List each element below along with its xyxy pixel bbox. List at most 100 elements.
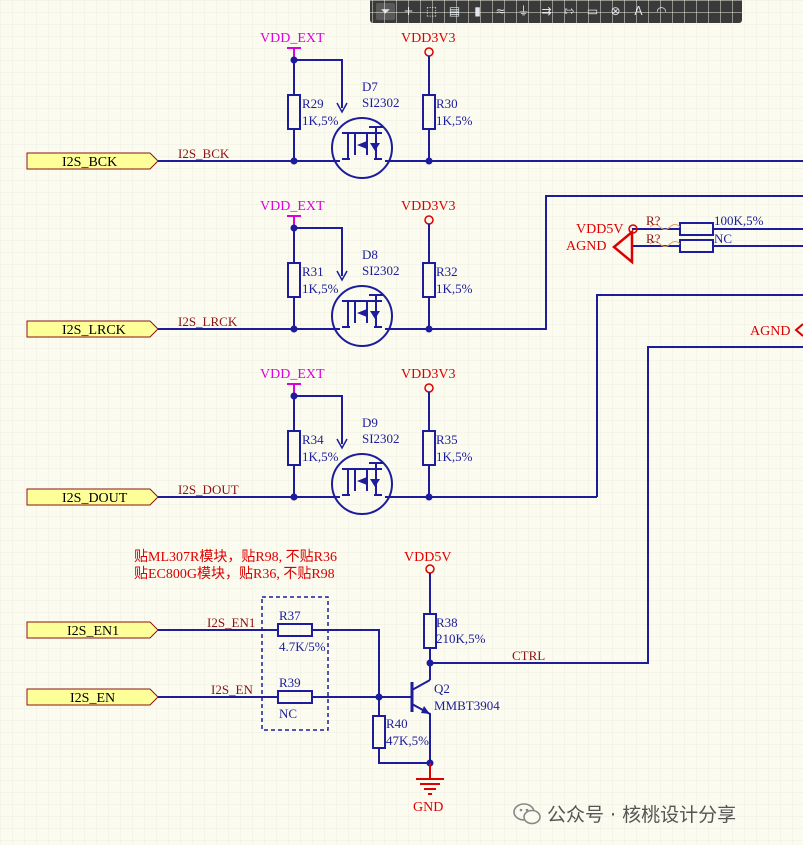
port-label: I2S_BCK — [62, 155, 117, 170]
port-i2s-en-label: I2S_EN — [70, 691, 115, 706]
right-block: VDD5V AGND R? R? 100K,5% NC AGND — [430, 195, 803, 664]
junction-collector — [426, 659, 434, 667]
left-rail-wire — [293, 59, 343, 161]
resistor-r31[interactable] — [287, 262, 301, 298]
q2-part: MMBT3904 — [434, 698, 500, 713]
junction — [290, 493, 298, 501]
vdd3v3-label: VDD3V3 — [401, 199, 455, 214]
net-label: I2S_LRCK — [178, 314, 238, 329]
r39-value: NC — [279, 706, 297, 721]
squiggle-a — [649, 224, 681, 230]
net-ctrl: CTRL — [512, 648, 545, 663]
r-left-value: 1K,5% — [302, 113, 339, 128]
mosfet-part: SI2302 — [362, 263, 400, 278]
lrck-route-wire — [545, 195, 803, 330]
r-left-designator: R31 — [302, 264, 324, 279]
note-line-2: 贴EC800G模块，贴R36, 不贴R98 — [134, 566, 335, 582]
gate-arrow — [336, 270, 348, 282]
vdd-ext-label: VDD_EXT — [260, 367, 325, 382]
mosfet-drain — [369, 126, 383, 133]
net-i2s-en: I2S_EN — [211, 682, 254, 697]
mosfet-designator: D8 — [362, 247, 378, 262]
mosfet-drain — [369, 294, 383, 301]
agnd-label: AGND — [566, 239, 606, 254]
mosfet-part: SI2302 — [362, 95, 400, 110]
junction — [425, 493, 433, 501]
port-i2s-en1-label: I2S_EN1 — [67, 624, 119, 639]
junction — [425, 157, 433, 165]
gnd-label: GND — [413, 800, 443, 815]
r38-value: 210K,5% — [436, 631, 486, 646]
channel-3: I2S_DOUTI2S_DOUTVDD_EXTR341K,5%VDD3V3R35… — [26, 367, 597, 515]
agnd-symbol — [612, 229, 634, 265]
net-i2s-en1: I2S_EN1 — [207, 615, 255, 630]
mosfet-designator: D9 — [362, 415, 378, 430]
channel-1: I2S_BCKI2S_BCKVDD_EXTR291K,5%VDD3V3R301K… — [26, 31, 803, 179]
left-rail-wire — [293, 227, 343, 329]
resistor-r37[interactable] — [277, 623, 313, 637]
resistor-r40[interactable] — [372, 715, 386, 749]
junction — [290, 157, 298, 165]
r39-designator: R39 — [279, 675, 301, 690]
r-right-designator: R30 — [436, 96, 458, 111]
vdd5v-label-2: VDD5V — [404, 550, 451, 565]
r-right-value: 1K,5% — [436, 113, 473, 128]
net-label: I2S_BCK — [178, 146, 230, 161]
mosfet-arrow — [357, 141, 367, 149]
port-i2s-en1[interactable] — [26, 621, 159, 639]
r-a-designator: R? — [646, 213, 661, 228]
mosfet-d8[interactable] — [331, 285, 393, 347]
mosfet-arrow — [357, 309, 367, 317]
resistor-r35[interactable] — [422, 430, 436, 466]
r37-value: 4.7K/5% — [279, 639, 326, 654]
r-left-designator: R29 — [302, 96, 324, 111]
r-right-designator: R32 — [436, 264, 458, 279]
r40-wire — [378, 697, 430, 764]
enable-block: 贴ML307R模块，贴R98, 不贴R36 贴EC800G模块，贴R36, 不贴… — [26, 549, 545, 815]
body-diode — [370, 143, 380, 151]
resistor-r34[interactable] — [287, 430, 301, 466]
r-right-value: 1K,5% — [436, 281, 473, 296]
r40-value: 47K,5% — [386, 733, 429, 748]
junction — [290, 56, 298, 64]
resistor-r39[interactable] — [277, 690, 313, 704]
junction — [290, 325, 298, 333]
gate-arrow — [336, 102, 348, 114]
gate-arrow — [336, 438, 348, 450]
net-label: I2S_DOUT — [178, 482, 239, 497]
r-b-value: NC — [714, 231, 732, 246]
q2-designator: Q2 — [434, 681, 450, 696]
vdd5v-label: VDD5V — [576, 222, 623, 237]
r37-designator: R37 — [279, 608, 301, 623]
mosfet-d9[interactable] — [331, 453, 393, 515]
junction — [290, 224, 298, 232]
r-b-designator: R? — [646, 231, 661, 246]
resistor-r-b[interactable] — [679, 239, 714, 253]
port-i2s-bck[interactable] — [26, 152, 159, 170]
resistor-r38[interactable] — [423, 613, 437, 649]
resistor-r-a[interactable] — [679, 222, 714, 236]
option-dashed-box — [261, 596, 329, 731]
body-diode — [370, 479, 380, 487]
port-i2s-en[interactable] — [26, 688, 159, 706]
watermark-text: 公众号 · 核桃设计分享 — [547, 804, 737, 826]
mosfet-arrow — [357, 477, 367, 485]
r-a-value: 100K,5% — [714, 213, 764, 228]
vdd-ext-label: VDD_EXT — [260, 31, 325, 46]
wechat-icon — [513, 802, 541, 824]
resistor-r30[interactable] — [422, 94, 436, 130]
mosfet-part: SI2302 — [362, 431, 400, 446]
r38-designator: R38 — [436, 615, 458, 630]
agnd2-label: AGND — [750, 324, 790, 339]
port-label: I2S_LRCK — [62, 323, 126, 338]
junction — [290, 392, 298, 400]
port-i2s-dout[interactable] — [26, 488, 159, 506]
r40-designator: R40 — [386, 716, 408, 731]
vdd-ext-label: VDD_EXT — [260, 199, 325, 214]
squiggle-b — [649, 241, 681, 247]
port-i2s-lrck[interactable] — [26, 320, 159, 338]
mosfet-d7[interactable] — [331, 117, 393, 179]
resistor-r32[interactable] — [422, 262, 436, 298]
ctrl-route-wire — [430, 346, 803, 664]
resistor-r29[interactable] — [287, 94, 301, 130]
